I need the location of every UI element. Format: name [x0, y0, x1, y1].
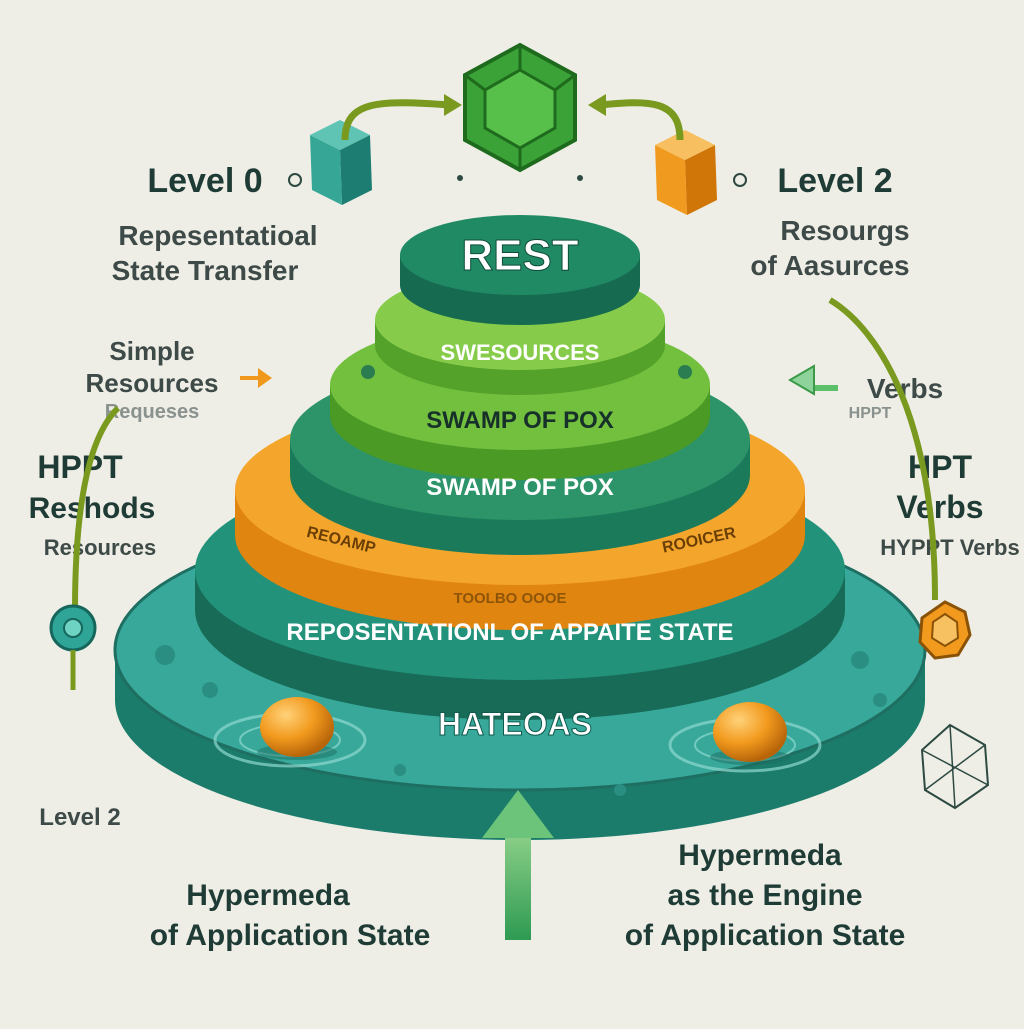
rep-line1: Repesentatioal	[118, 220, 317, 251]
right-gem-icon	[918, 600, 972, 660]
dot-icon	[457, 175, 463, 181]
orange-front-label: TOOLBO OOOE	[453, 590, 566, 607]
tier3-label: SWAMP OF POX	[426, 407, 614, 434]
arrow-head-icon	[588, 94, 606, 116]
left-connector	[72, 405, 121, 611]
up-arrow-icon	[482, 790, 554, 940]
level2-label: Level 2	[777, 162, 892, 200]
resourgs-line2: of Aasurces	[750, 250, 909, 281]
dot-icon	[361, 365, 375, 379]
engine-line1: Hypermeda	[678, 839, 842, 872]
hexagon-gem-icon	[463, 42, 577, 173]
base-ring-label: REPOSENTATIONL OF APPAITE STATE	[286, 619, 733, 646]
hateoas-label: HATEOAS	[438, 706, 592, 742]
orange-ball-left	[257, 697, 337, 760]
rep-line2: State Transfer	[112, 255, 299, 286]
arrow-head-icon	[444, 94, 462, 116]
orange-ball-right	[710, 702, 790, 765]
hyper-line1: Hypermeda	[186, 879, 350, 912]
tier-rest	[400, 215, 640, 325]
tier2-label: SWESOURCES	[441, 340, 600, 365]
teal-cube-icon	[310, 120, 372, 205]
dot-icon	[678, 365, 692, 379]
orange-cube-icon	[655, 130, 717, 215]
small-circle-icon	[288, 173, 302, 187]
hppt-left-label: HPPT	[37, 449, 123, 485]
level2-bottom-label: Level 2	[39, 804, 120, 831]
right-connector	[828, 297, 938, 601]
wireframe-gem-icon	[920, 723, 990, 810]
arrow-to-gem-left	[341, 99, 451, 141]
arrow-left-icon	[788, 364, 815, 396]
reshods-label: Reshods	[29, 492, 156, 525]
hyper-line2: of Application State	[150, 919, 431, 952]
arrow-right-icon	[258, 368, 272, 388]
resources-label: Resources	[86, 368, 219, 398]
tier4-label: SWAMP OF POX	[426, 474, 614, 501]
dot-icon	[577, 175, 583, 181]
small-circle-icon	[733, 173, 747, 187]
resourgs-line1: Resourgs	[780, 215, 909, 246]
verbs2-label: Verbs	[896, 489, 983, 525]
resources2-label: Resources	[44, 535, 157, 560]
engine-line2: as the Engine	[667, 879, 862, 912]
level0-label: Level 0	[147, 162, 262, 200]
engine-line3: of Application State	[625, 919, 906, 952]
hppt-small-label: HPPT	[849, 405, 892, 422]
hyppt-verbs-label: HYPPT Verbs	[880, 535, 1019, 560]
arrow-to-gem-right	[599, 99, 684, 141]
left-node-icon	[49, 604, 97, 652]
simple-label: Simple	[109, 336, 194, 366]
rest-label: REST	[461, 231, 578, 280]
requests-label: Requeses	[105, 401, 200, 423]
